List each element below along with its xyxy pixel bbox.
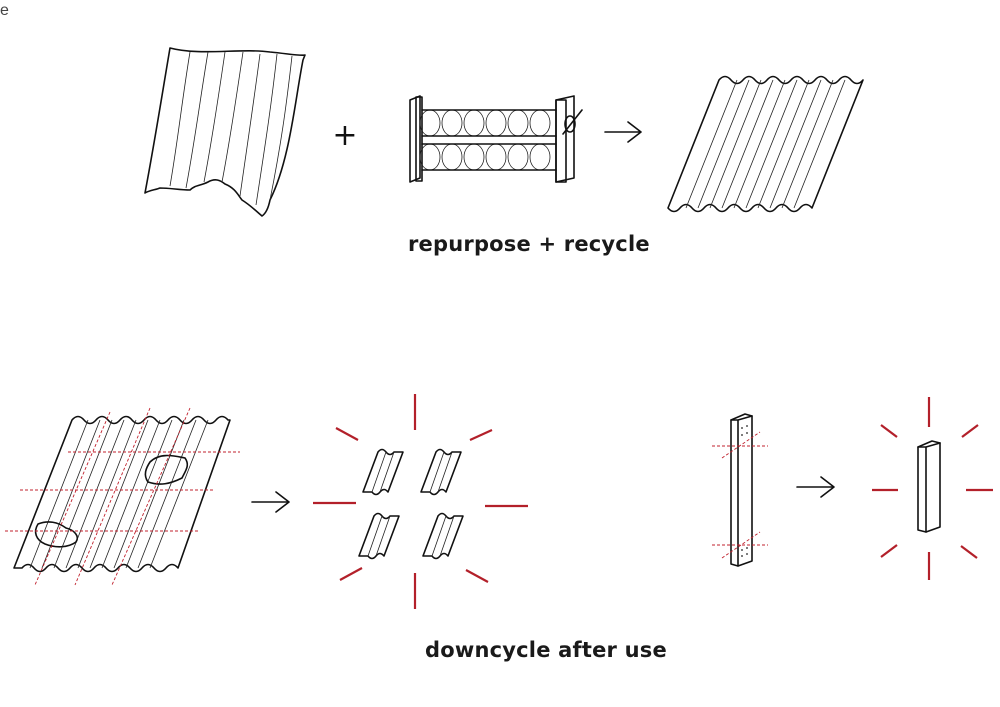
roller-machine-illustration — [409, 95, 583, 183]
cut-pieces-illustration — [313, 394, 528, 609]
corner-text: e — [0, 2, 9, 19]
sheet-with-cut-lines-illustration — [5, 407, 240, 586]
arrow-icon — [604, 121, 642, 143]
caption-downcycle-after-use: downcycle after use — [425, 638, 667, 662]
post-with-cut-lines-illustration — [712, 413, 768, 567]
post-piece-illustration — [872, 397, 993, 580]
damaged-sheet-illustration — [144, 47, 306, 217]
burst-lines — [313, 394, 528, 609]
burst-lines — [872, 397, 993, 580]
arrow-icon — [796, 476, 835, 498]
arrow-icon — [251, 491, 290, 513]
corrugated-sheet-illustration — [667, 75, 864, 213]
caption-repurpose-recycle: repurpose + recycle — [408, 232, 650, 256]
plus-symbol: + — [332, 118, 357, 153]
